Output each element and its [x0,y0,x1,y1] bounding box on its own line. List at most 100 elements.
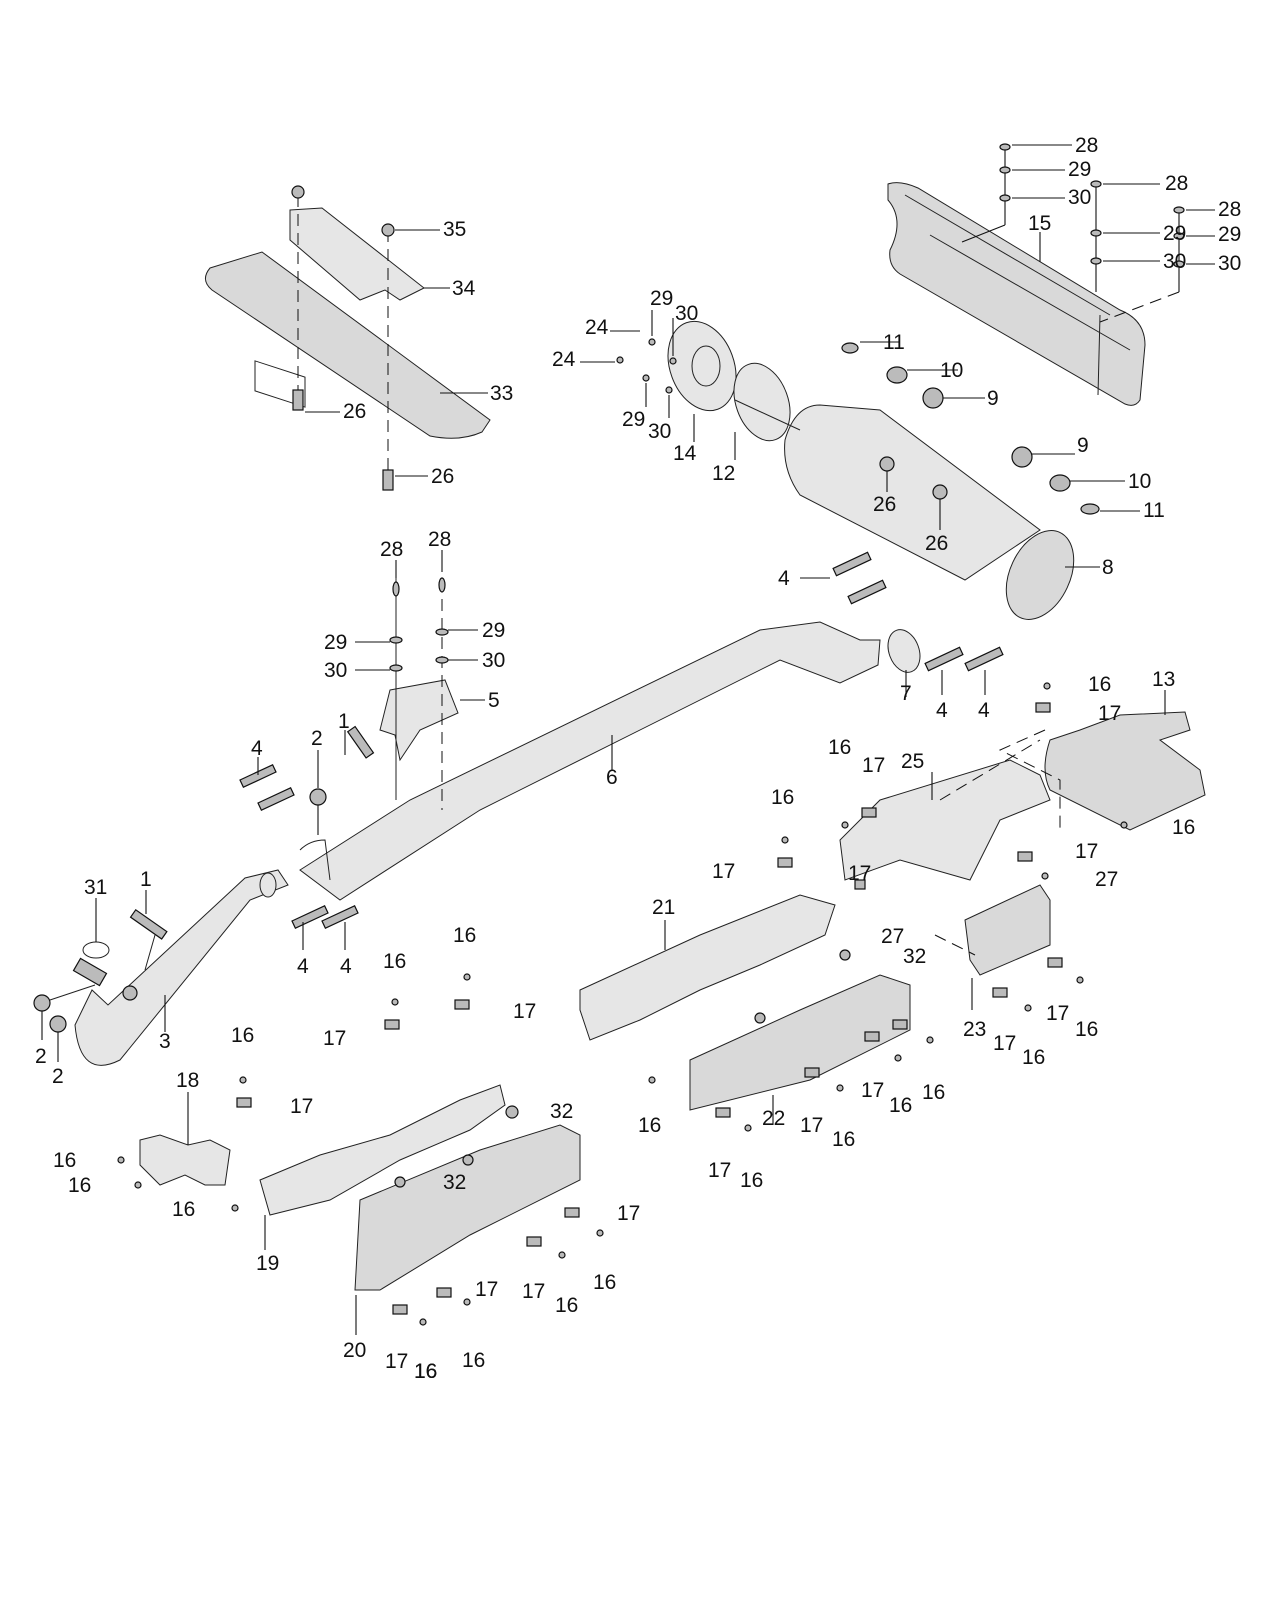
callout: 28 [1165,172,1188,195]
callout: 24 [552,348,576,371]
fastener-stack-a[interactable] [961,143,1072,243]
callout: 4 [778,567,790,590]
callout: 29 [482,619,505,642]
callout: 29 [1068,158,1091,181]
callout: 27 [1095,868,1118,891]
callout: 30 [648,420,671,443]
bracket-18[interactable] [139,1092,231,1186]
callout: 15 [1028,212,1051,235]
callout: 16 [593,1271,616,1294]
callout: 16 [1172,816,1195,839]
callout: 17 [800,1114,823,1137]
callout: 9 [1077,434,1089,457]
intermediate-pipe-6[interactable] [299,621,881,901]
callout: 17 [1046,1002,1069,1025]
muffler-8[interactable] [784,404,1100,630]
callout: 4 [936,699,948,722]
callout: 3 [159,1030,171,1053]
callout: 16 [771,786,794,809]
callout: 32 [443,1171,466,1194]
callout: 30 [675,302,698,325]
callout: 2 [52,1065,64,1088]
callout: 6 [606,766,618,789]
front-pipe-3[interactable] [33,869,289,1066]
callout: 12 [712,462,735,485]
callout: 1 [338,710,350,733]
callout: 4 [978,699,990,722]
callout: 29 [324,631,347,654]
callout: 16 [828,736,851,759]
callout: 16 [383,950,406,973]
callout: 17 [513,1000,536,1023]
clamp-7[interactable] [882,625,925,697]
heat-shield-19[interactable] [259,1084,506,1250]
heat-shield-21[interactable] [579,894,836,1041]
heat-shield-34[interactable] [289,207,450,301]
callout: 28 [428,528,451,551]
callout: 16 [53,1149,76,1172]
callout: 26 [343,400,366,423]
fastener-35-26[interactable] [291,185,440,491]
callout: 9 [987,387,999,410]
callout: 34 [452,277,476,300]
callout: 26 [873,493,896,516]
callout: 29 [622,408,645,431]
callout: 30 [1068,186,1091,209]
heat-shield-22[interactable] [689,974,911,1125]
callout: 17 [1098,702,1121,725]
fastener-stack-b[interactable] [1090,180,1160,292]
callout: 2 [311,727,323,750]
callout: 17 [861,1079,884,1102]
heat-shield-23[interactable] [934,884,1051,1010]
callout: 25 [901,750,924,773]
callout: 28 [1075,134,1098,157]
callout: 1 [140,868,152,891]
springs-4[interactable] [239,551,1004,950]
callout: 17 [712,860,735,883]
callout: 30 [482,649,505,672]
callout: 27 [881,925,904,948]
oxygen-sensor-upper[interactable] [309,725,375,835]
callout: 4 [251,737,263,760]
callout: 23 [963,1018,986,1041]
callout: 13 [1152,668,1175,691]
heat-shield-25[interactable] [839,739,1051,881]
callout: 14 [673,442,697,465]
callout: 19 [256,1252,279,1275]
callout: 17 [522,1280,545,1303]
callout: 5 [488,689,500,712]
heat-shield-33[interactable] [205,251,491,439]
callout: 26 [431,465,454,488]
callout: 21 [652,896,675,919]
fastener-stack-c[interactable] [1099,206,1215,323]
heat-shield-15[interactable] [887,182,1146,406]
callout: 16 [172,1198,195,1221]
callout: 16 [889,1094,912,1117]
callout: 16 [453,924,476,947]
callout: 29 [1218,223,1241,246]
callout: 22 [762,1107,785,1130]
heat-shield-5[interactable] [355,550,485,810]
callout: 26 [925,532,948,555]
callout: 33 [490,382,513,405]
clips-and-bolts[interactable] [117,682,1128,1326]
heat-shield-13[interactable] [998,690,1206,831]
callout: 16 [555,1294,578,1317]
callout: 16 [740,1169,763,1192]
callout: 10 [1128,470,1151,493]
callout: 2 [35,1045,47,1068]
callout: 16 [1022,1046,1045,1069]
callout: 17 [862,754,885,777]
flange-14-gasket-12[interactable] [580,310,801,460]
callout: 17 [617,1202,640,1225]
callout: 18 [176,1069,199,1092]
callout: 11 [883,331,905,354]
heat-shield-20[interactable] [354,1124,581,1335]
hanger-parts[interactable] [841,341,1140,530]
callout: 11 [1143,499,1165,522]
callout: 17 [708,1159,731,1182]
callout: 30 [1218,252,1241,275]
callout: 28 [1218,198,1241,221]
callout: 16 [922,1081,945,1104]
